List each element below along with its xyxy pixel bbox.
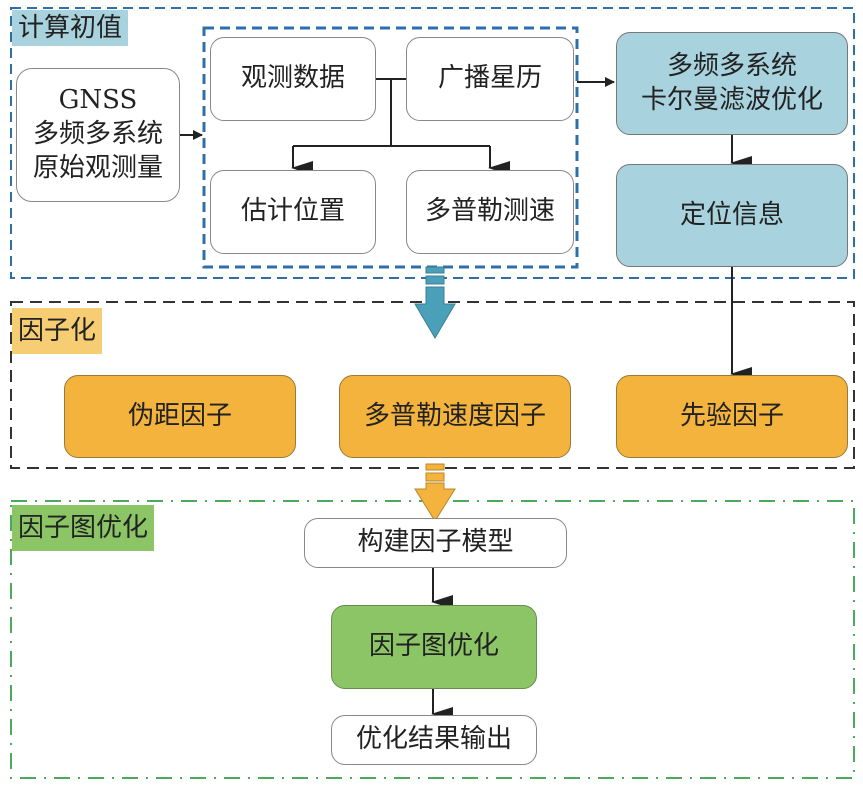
node-raw-line-2: 多频多系统 [32,119,163,150]
node-kalman-line-1: 多频多系统 [666,50,797,81]
node-raw-line-1: GNSS [58,85,138,116]
big-arrow-orange [414,463,456,522]
node-factor-graph-optimization: 因子图优化 [331,605,537,689]
node-kalman-filter: 多频多系统 卡尔曼滤波优化 [616,32,848,135]
node-broadcast-ephemeris: 广播星历 [406,37,574,121]
big-arrow-blue [414,266,456,339]
node-estimated-position: 估计位置 [210,170,376,254]
node-raw-line-3: 原始观测量 [32,152,163,183]
node-gnss-raw-observations: GNSS 多频多系统 原始观测量 [16,68,180,202]
node-optimization-output: 优化结果输出 [331,715,537,765]
group-label-factorize: 因子化 [12,308,103,354]
node-kalman-line-2: 卡尔曼滤波优化 [640,84,823,115]
node-prior-factor: 先验因子 [616,375,848,458]
node-build-factor-model: 构建因子模型 [304,518,567,568]
node-pseudorange-factor: 伪距因子 [64,375,296,458]
node-doppler-velocity-factor: 多普勒速度因子 [339,375,571,458]
node-observation-data: 观测数据 [210,37,376,121]
node-doppler-velocity: 多普勒测速 [406,170,574,254]
group-label-graph-opt: 因子图优化 [12,505,155,551]
group-label-initial: 计算初值 [12,10,129,46]
node-position-info: 定位信息 [616,164,848,267]
